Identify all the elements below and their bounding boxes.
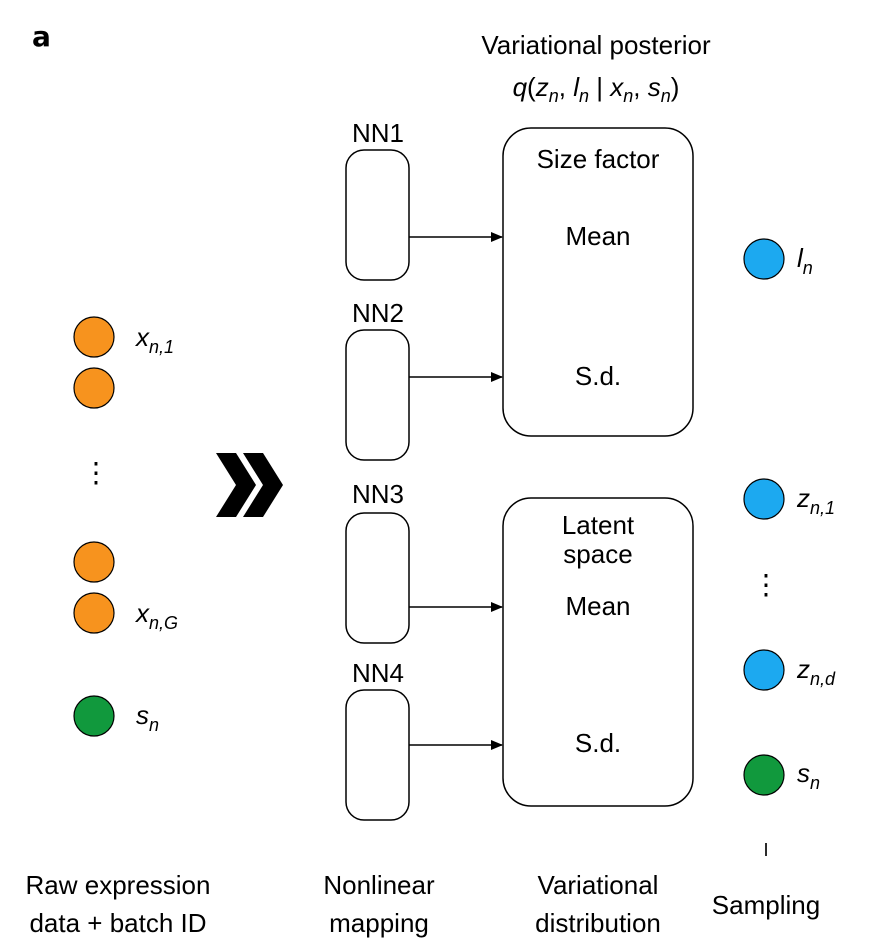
size-factor-sd: S.d.: [575, 361, 621, 391]
input-node-batch-sn: [73, 695, 115, 737]
label-sample-znd: zn,d: [796, 654, 836, 689]
input-node-x-nG-minus-1: [73, 541, 115, 583]
sample-node-ln: [743, 238, 785, 280]
input-node-x-n1: [73, 316, 115, 358]
input-ellipsis: ⋮: [82, 457, 110, 488]
nn1-label: NN1: [352, 118, 404, 148]
label-sample-zn1: zn,1: [796, 483, 835, 518]
label-raw-expression-line2: data + batch ID: [29, 908, 206, 938]
latent-sd: S.d.: [575, 728, 621, 758]
label-variational-line1: Variational: [538, 870, 659, 900]
label-raw-expression-line1: Raw expression: [26, 870, 211, 900]
latent-mean: Mean: [565, 591, 630, 621]
sampling-tick-mark: I: [763, 840, 768, 860]
sample-ellipsis: ⋮: [752, 569, 780, 600]
size-factor-title: Size factor: [537, 144, 660, 174]
panel-letter: a: [32, 20, 51, 53]
nn2-box: [345, 329, 410, 461]
size-factor-box: [502, 127, 694, 437]
sample-node-znd: [743, 649, 785, 691]
latent-title-line1: Latent: [562, 510, 635, 540]
label-nonlinear-line2: mapping: [329, 908, 429, 938]
input-node-x-n2: [73, 367, 115, 409]
sample-node-sn: [743, 754, 785, 796]
label-sample-ln: ln: [797, 243, 813, 278]
nn3-label: NN3: [352, 479, 404, 509]
label-sampling: Sampling: [712, 890, 820, 920]
label-x-nG: xn,G: [134, 598, 178, 633]
label-x-n1: xn,1: [134, 322, 174, 357]
double-chevron-icon: [216, 453, 283, 517]
input-node-x-nG: [73, 592, 115, 634]
posterior-title: Variational posterior: [481, 30, 711, 60]
latent-space-box: [502, 497, 694, 807]
label-nonlinear-line1: Nonlinear: [323, 870, 435, 900]
nn4-label: NN4: [352, 658, 404, 688]
label-variational-line2: distribution: [535, 908, 661, 938]
nn2-label: NN2: [352, 298, 404, 328]
nn3-box: [345, 512, 410, 644]
size-factor-mean: Mean: [565, 221, 630, 251]
nn4-box: [345, 689, 410, 821]
nn1-box: [345, 149, 410, 281]
latent-title-line2: space: [563, 539, 632, 569]
label-batch-sn: sn: [136, 700, 159, 735]
label-sample-sn: sn: [797, 758, 820, 793]
posterior-formula: q(zn, ln | xn, sn): [513, 72, 680, 106]
sample-node-zn1: [743, 478, 785, 520]
